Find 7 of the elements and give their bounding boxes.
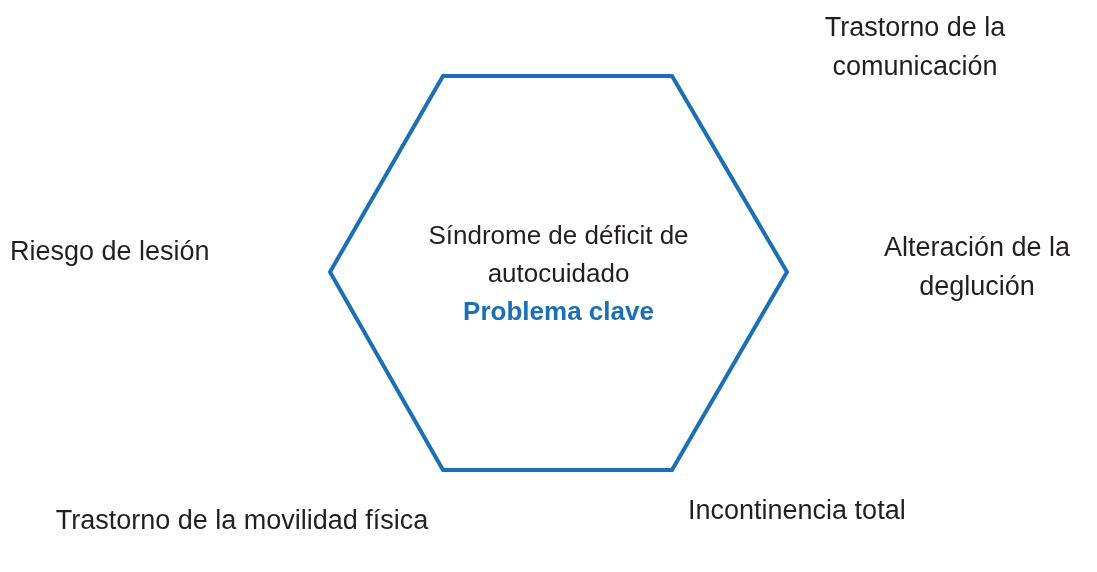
node-subtitle: Problema clave — [463, 295, 654, 328]
problem-label: Alteración de la deglución — [882, 231, 1072, 303]
problem-label: Riesgo de lesión — [10, 235, 211, 268]
problem-label: Trastorno de la comunicación — [823, 11, 1007, 83]
problem-label: Incontinencia total — [688, 494, 907, 527]
problem-label: Trastorno de la movilidad física — [54, 504, 430, 537]
node-title: Síndrome de déficit de autocuidado — [427, 219, 690, 290]
